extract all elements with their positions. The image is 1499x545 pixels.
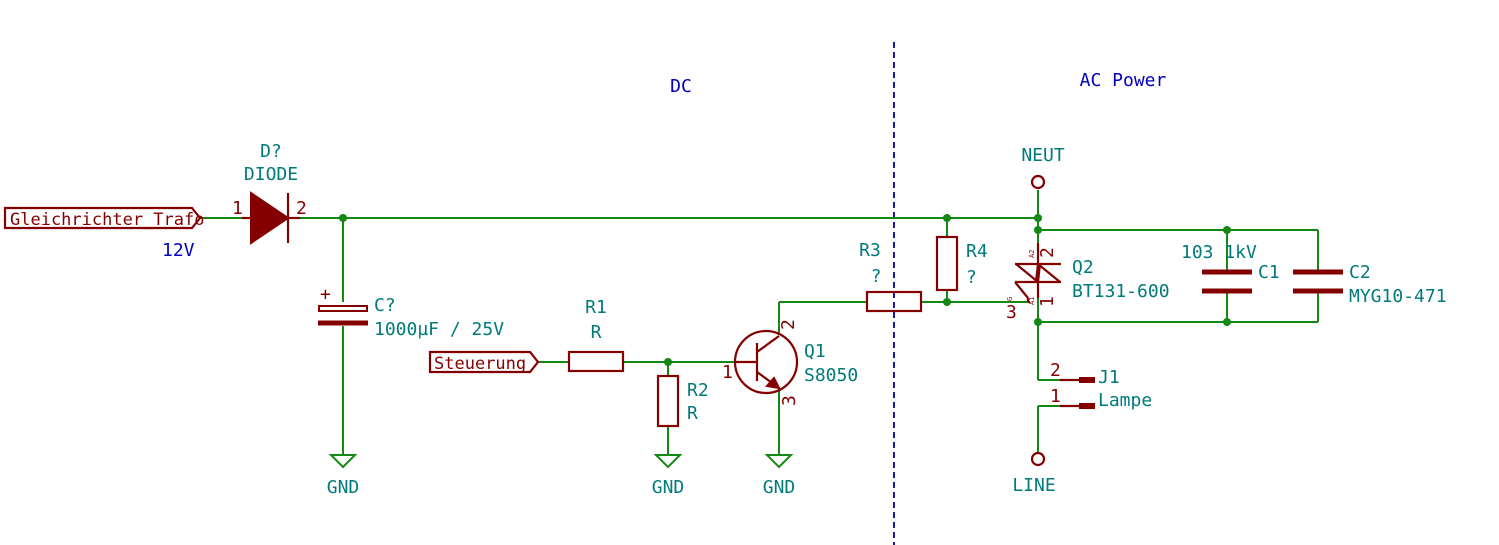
r1-ref: R1: [585, 297, 607, 318]
r2-ref: R2: [687, 380, 709, 401]
c1-value: 103 1kV: [1181, 242, 1257, 263]
c2-ref: C2: [1349, 262, 1371, 283]
j1-ref: J1: [1098, 367, 1120, 388]
neut-power-symbol: [1030, 174, 1046, 190]
cap-main-value: 1000µF / 25V: [374, 319, 504, 340]
q1-symbol: [733, 329, 799, 395]
global-label-steuerung-text: Steuerung: [434, 354, 526, 374]
diode-pin2: 2: [296, 198, 307, 219]
q2-value: BT131-600: [1072, 281, 1170, 302]
q2-ref: Q2: [1072, 257, 1094, 278]
cap-main-symbol: [318, 305, 368, 326]
q1-pin1: 1: [722, 362, 733, 383]
line-label: LINE: [1012, 475, 1055, 496]
r4-value: ?: [966, 267, 977, 288]
r3-symbol: [865, 290, 923, 313]
r2-value: R: [687, 403, 698, 424]
r3-ref: R3: [859, 240, 881, 261]
r1-symbol: [567, 350, 625, 373]
junctions: [339, 214, 1231, 366]
q2-symbol: [1014, 243, 1061, 304]
c2-symbol: [1293, 269, 1343, 294]
neut-label: NEUT: [1021, 145, 1065, 166]
r3-value: ?: [871, 266, 882, 287]
q2-g-label: G: [1006, 297, 1014, 301]
q1-value: S8050: [804, 365, 858, 386]
gnd-label-r2: GND: [652, 477, 685, 498]
gnd-symbol-r2: [653, 454, 683, 469]
r4-ref: R4: [966, 241, 988, 262]
diode-value: DIODE: [244, 164, 298, 185]
q1-pin3: 3: [779, 395, 800, 406]
j1-pin1: 1: [1050, 386, 1061, 407]
cap-main-plus: +: [320, 284, 331, 305]
r1-value: R: [591, 322, 602, 343]
c2-value: MYG10-471: [1349, 286, 1447, 307]
global-label-gleichrichter-text: Gleichrichter_Trafo: [10, 210, 204, 230]
global-label-gleichrichter: Gleichrichter_Trafo: [3, 206, 204, 230]
q1-pin2: 2: [778, 319, 799, 330]
gnd-symbol-cap: [328, 454, 358, 469]
j1-value: Lampe: [1098, 390, 1152, 411]
c1-ref: C1: [1258, 262, 1280, 283]
gnd-symbol-q1: [764, 454, 794, 469]
q2-pin2: 2: [1037, 247, 1058, 258]
j1-pin2: 2: [1050, 360, 1061, 381]
c1-symbol: [1202, 269, 1252, 294]
section-ac-label: AC Power: [1080, 70, 1167, 91]
q2-pin3: 3: [1006, 302, 1017, 323]
global-label-steuerung: Steuerung: [428, 350, 540, 374]
gnd-label-q1: GND: [763, 477, 796, 498]
cap-main-ref: C?: [374, 295, 396, 316]
line-power-symbol: [1030, 451, 1046, 467]
q2-a2-label: A2: [1028, 250, 1036, 258]
q2-pin1: 1: [1037, 296, 1058, 307]
wires: [200, 190, 1319, 455]
r2-symbol: [656, 374, 680, 428]
gnd-label-cap: GND: [327, 477, 360, 498]
j1-symbol: [1060, 377, 1095, 409]
diode-pin1: 1: [232, 198, 243, 219]
section-dc-label: DC: [670, 76, 692, 97]
voltage-note: 12V: [162, 240, 195, 261]
diode-ref: D?: [260, 141, 282, 162]
q1-ref: Q1: [804, 341, 826, 362]
q2-a1-label: A1: [1028, 297, 1036, 305]
diode-symbol: [242, 191, 300, 245]
r4-symbol: [935, 235, 959, 292]
